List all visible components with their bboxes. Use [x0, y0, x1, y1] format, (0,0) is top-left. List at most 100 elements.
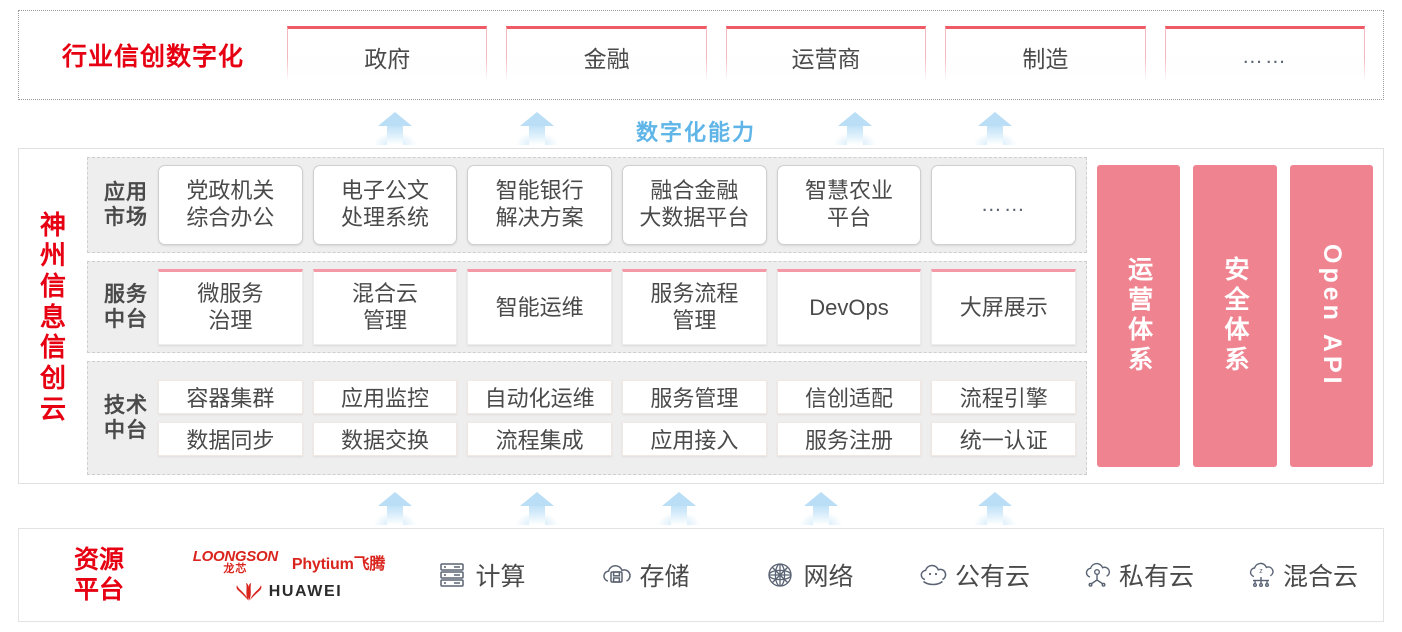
- layer-label-line-1: 服务: [104, 282, 148, 306]
- cell-text: ……: [981, 192, 1027, 218]
- cell-line-1: 混合云: [352, 281, 419, 307]
- industry-box[interactable]: 运营商: [725, 26, 927, 84]
- network-icon: [764, 559, 796, 591]
- cell-line-1: DevOps: [809, 294, 889, 320]
- resource-title-line-2: 平台: [73, 576, 124, 604]
- loongson-logo-en: LOONGSON: [192, 548, 278, 565]
- cell-line-2: 综合办公: [186, 205, 275, 230]
- resource-platform-band: 资源 平台 LOONGSON 龙芯 Phytium飞腾: [18, 528, 1384, 622]
- up-arrow-icon: [834, 112, 876, 145]
- cell-line-2: 平台: [827, 205, 872, 230]
- cell-line-1: 智能运维: [495, 294, 584, 320]
- layer-label-application-market: 应用 市场: [94, 180, 158, 230]
- technology-platform-cell[interactable]: 统一认证: [931, 422, 1077, 456]
- layer-label-line-1: 技术: [104, 393, 148, 417]
- up-arrow-icon: [374, 112, 416, 145]
- application-market-cell[interactable]: 电子公文处理系统: [312, 165, 458, 245]
- application-market-cell[interactable]: ……: [931, 165, 1077, 245]
- cloud-storage-icon: [600, 559, 632, 591]
- layer-label-technology-platform: 技术 中台: [94, 393, 158, 443]
- service-platform-cell[interactable]: 智能运维: [467, 269, 613, 345]
- technology-platform-cell[interactable]: 应用监控: [312, 380, 458, 414]
- cloud-layer-column: 应用 市场 党政机关综合办公电子公文处理系统智能银行解决方案融合金融大数据平台智…: [87, 157, 1087, 475]
- capability-arrow-strip-top: [0, 112, 1402, 146]
- cell-text: 智能银行解决方案: [496, 178, 584, 232]
- industry-box-label: ……: [1241, 44, 1288, 68]
- application-market-cell[interactable]: 融合金融大数据平台: [622, 165, 767, 245]
- cell-line-1: 电子公文: [341, 178, 430, 204]
- phytium-logo: Phytium飞腾: [291, 556, 386, 573]
- loongson-logo-cn: 龙芯: [223, 563, 248, 575]
- resource-title-line-1: 资源: [73, 546, 124, 574]
- vendor-logo-group: LOONGSON 龙芯 Phytium飞腾 HUAWEI: [179, 549, 399, 601]
- service-platform-cell[interactable]: 混合云管理: [312, 269, 458, 345]
- industry-band: 行业信创数字化 政府金融运营商制造……: [18, 10, 1384, 100]
- cell-line-2: 治理: [208, 308, 253, 333]
- technology-platform-cell[interactable]: 信创适配: [776, 380, 922, 414]
- pillar-label: 安全体系: [1220, 256, 1249, 376]
- industry-box[interactable]: 政府: [287, 26, 488, 84]
- resource-item[interactable]: 计算: [399, 557, 563, 593]
- cell-line-2: 管理: [672, 308, 717, 333]
- industry-box-list: 政府金融 运营商 制造 ……: [287, 26, 1383, 84]
- cloud-title-char: 息: [39, 301, 66, 332]
- cell-text: 党政机关综合办公: [186, 178, 274, 232]
- cell-line-1: 大屏展示: [959, 294, 1048, 320]
- technology-platform-cell[interactable]: 流程引擎: [931, 380, 1077, 414]
- capability-arrow-strip-bottom: [0, 492, 1402, 526]
- vendor-logo-row-1: LOONGSON 龙芯 Phytium飞腾: [192, 548, 386, 575]
- technology-platform-cell[interactable]: 自动化运维: [467, 380, 613, 414]
- cell-line-2: 解决方案: [495, 205, 584, 230]
- resource-platform-title: 资源 平台: [19, 545, 179, 605]
- technology-platform-cell[interactable]: 容器集群: [158, 380, 303, 414]
- application-market-cell[interactable]: 智慧农业平台: [776, 165, 922, 245]
- cell-text: 微服务治理: [197, 281, 263, 335]
- resource-item[interactable]: 存储: [563, 557, 727, 593]
- cell-line-1: 智能银行: [495, 178, 584, 204]
- capability-label: 数字化能力: [636, 120, 757, 145]
- cell-text: 大屏展示: [960, 295, 1048, 322]
- service-platform-cell[interactable]: DevOps: [776, 269, 922, 345]
- industry-box-label: 运营商: [791, 45, 861, 72]
- up-arrow-icon: [516, 112, 558, 145]
- application-market-cell[interactable]: 党政机关综合办公: [158, 165, 303, 245]
- technology-platform-cell[interactable]: 数据同步: [158, 422, 303, 456]
- technology-platform-row: 数据同步数据交换流程集成应用接入服务注册统一认证: [158, 422, 1077, 456]
- layer-label-line-1: 应用: [104, 180, 148, 204]
- pillar-label: 运营体系: [1124, 256, 1153, 376]
- cloud-title-char: 神: [39, 209, 66, 240]
- cell-text: 电子公文处理系统: [341, 178, 429, 232]
- service-platform-cell[interactable]: 大屏展示: [931, 269, 1077, 345]
- technology-platform-cell[interactable]: 数据交换: [312, 422, 458, 456]
- cloud-title-char: 信: [39, 270, 66, 301]
- technology-platform-cell[interactable]: 服务注册: [776, 422, 922, 456]
- technology-platform-cell[interactable]: 服务管理: [622, 380, 767, 414]
- pillar-system[interactable]: 安全体系: [1193, 165, 1277, 467]
- pillar-open-api[interactable]: Open API: [1289, 165, 1373, 467]
- application-market-cells: 党政机关综合办公电子公文处理系统智能银行解决方案融合金融大数据平台智慧农业平台……: [158, 165, 1077, 245]
- cell-text: 融合金融大数据平台: [639, 178, 749, 232]
- pillar-system[interactable]: 运营体系: [1097, 165, 1181, 467]
- server-icon: [436, 559, 468, 591]
- cell-line-1: 智慧农业: [805, 178, 894, 204]
- resource-item[interactable]: 网络: [727, 557, 891, 593]
- huawei-flower-icon: [236, 583, 262, 601]
- service-platform-cell[interactable]: 服务流程管理: [622, 269, 767, 345]
- resource-item[interactable]: 私有云: [1055, 557, 1219, 593]
- service-platform-cell[interactable]: 微服务治理: [158, 269, 303, 345]
- industry-box[interactable]: ……: [1164, 26, 1366, 84]
- cloud-title-char: 云: [39, 393, 66, 424]
- technology-platform-cell[interactable]: 流程集成: [467, 422, 613, 456]
- application-market-cell[interactable]: 智能银行解决方案: [467, 165, 613, 245]
- cloud-platform-block: 神州信息信创云 应用 市场 党政机关综合办公 电子公文处理系统 智能银行解决方案 融合…: [18, 148, 1384, 484]
- resource-item[interactable]: 公有云: [891, 557, 1055, 593]
- cloud-platform-title: 神州信息信创云: [19, 149, 87, 483]
- cloud-platform-body: 应用 市场 党政机关综合办公电子公文处理系统智能银行解决方案融合金融大数据平台智…: [87, 149, 1383, 483]
- technology-platform-cell[interactable]: 应用接入: [622, 422, 767, 456]
- up-arrow-icon: [374, 492, 416, 525]
- cell-line-2: 处理系统: [341, 205, 430, 230]
- layer-label-service-platform: 服务 中台: [94, 282, 158, 332]
- industry-box[interactable]: 制造: [945, 26, 1147, 84]
- industry-box[interactable]: 金融: [506, 26, 708, 84]
